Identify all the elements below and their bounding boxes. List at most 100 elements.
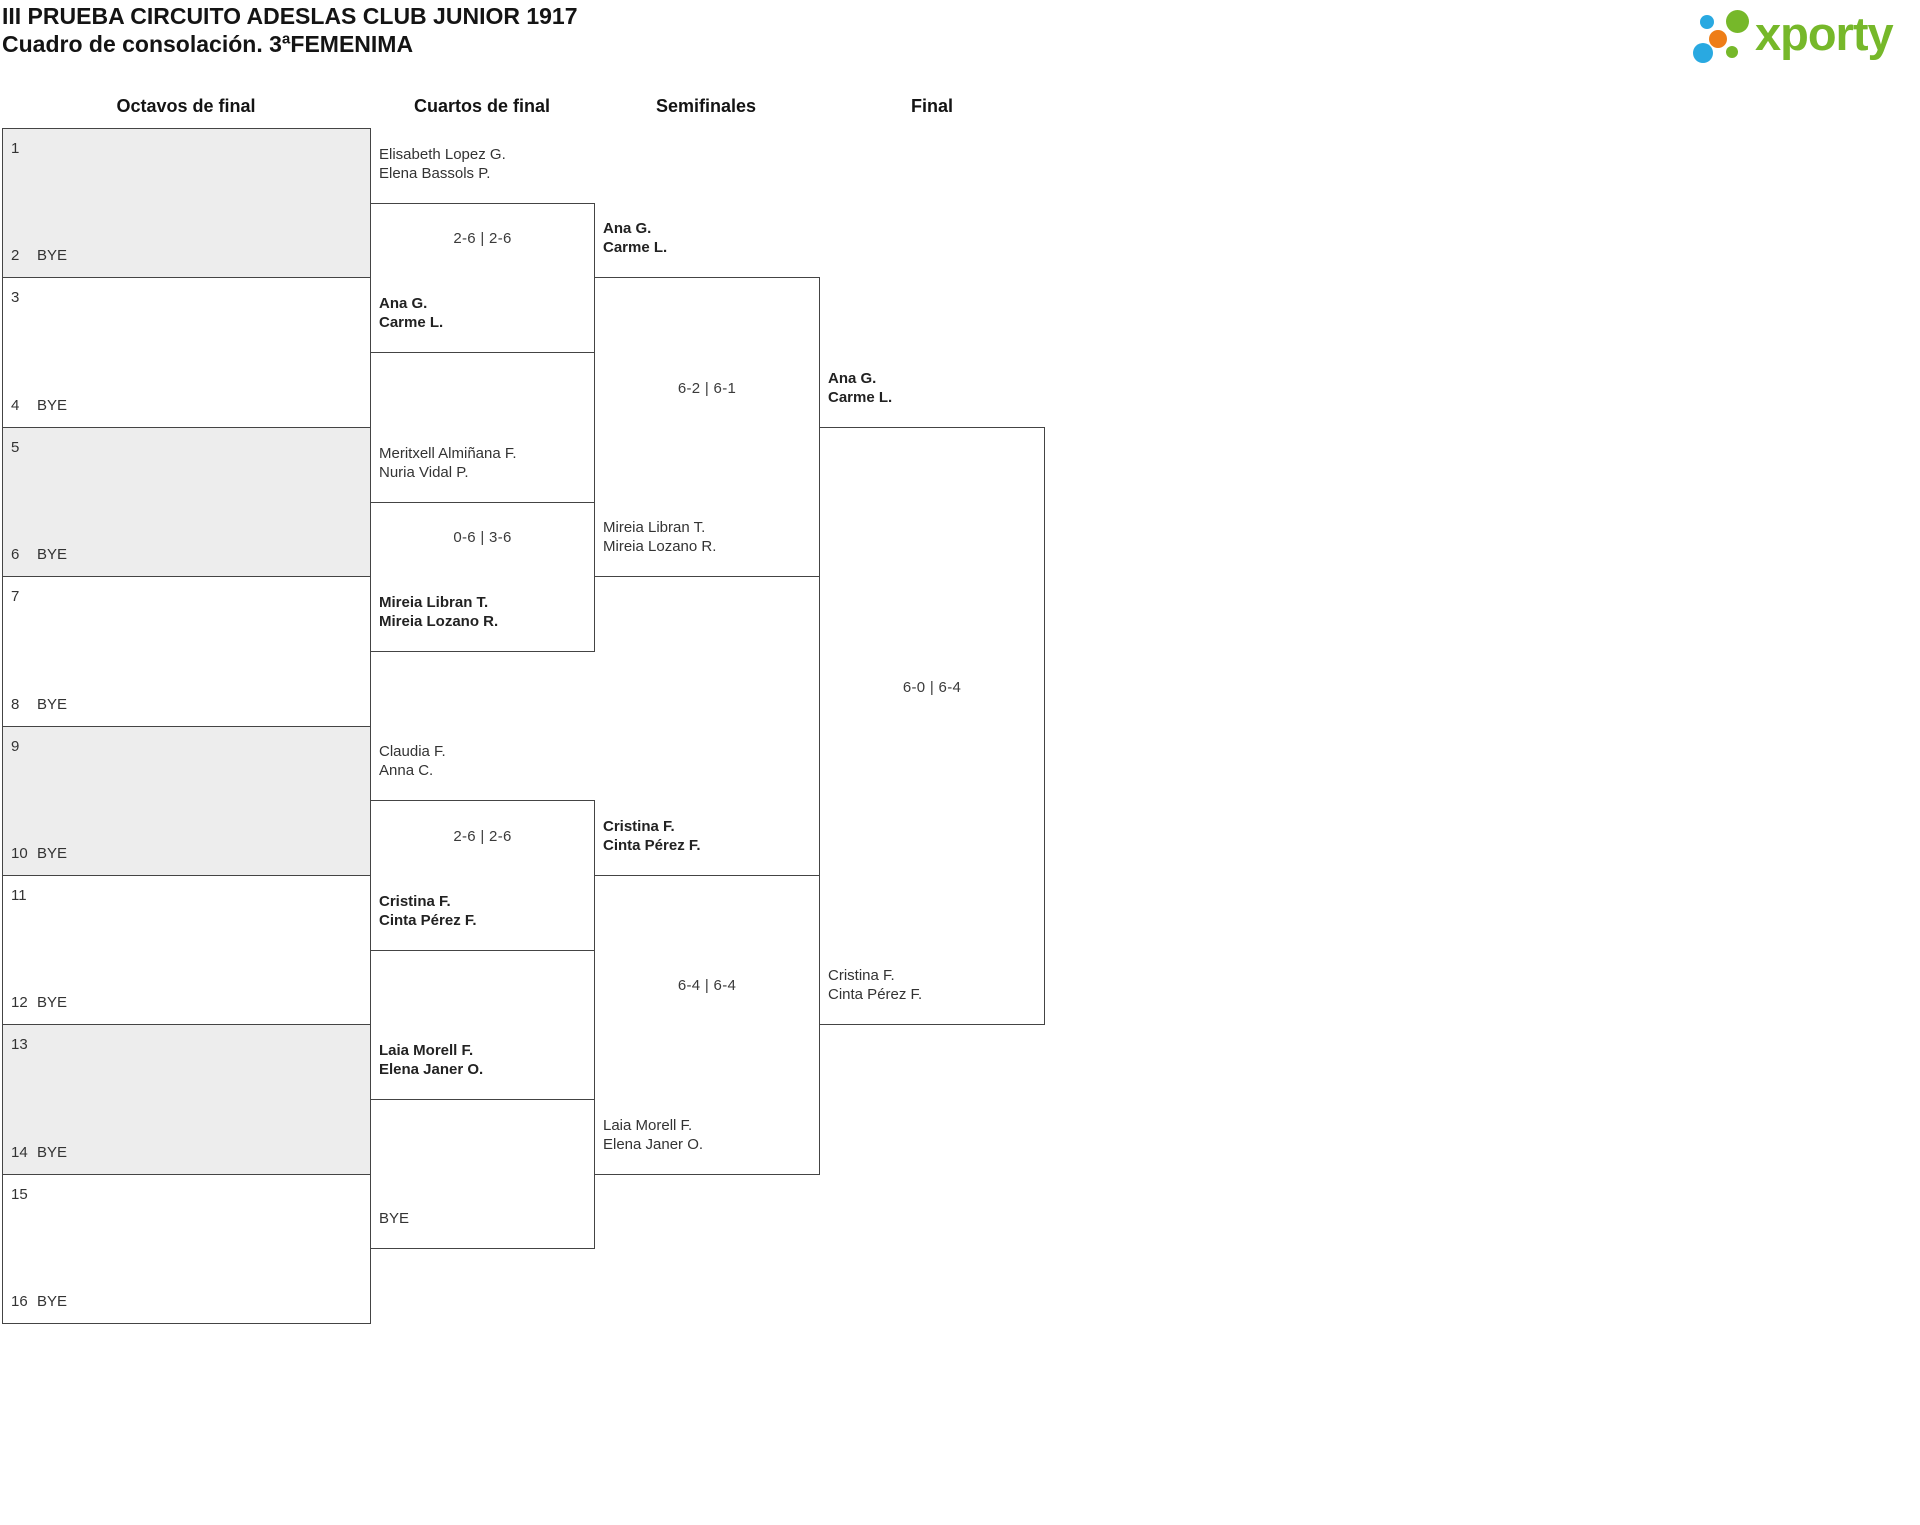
match-box-sf2 xyxy=(594,875,820,1175)
team-label-qf4-bottom: BYE xyxy=(379,1209,409,1228)
match-box-qf2 xyxy=(370,502,595,652)
round-header-final: Final xyxy=(910,96,953,116)
slot-number: 5 xyxy=(11,439,20,456)
team-label-final-top: Ana G. Carme L. xyxy=(828,369,892,407)
slot-number: 4 xyxy=(11,397,20,414)
team-label-qf3-bottom: Cristina F. Cinta Pérez F. xyxy=(379,892,477,930)
team-name-line: Nuria Vidal P. xyxy=(379,464,469,481)
team-name-line: Elena Janer O. xyxy=(379,1061,484,1078)
bracket-slot-9: 9 xyxy=(11,737,37,756)
slot-number: 14 xyxy=(11,1144,28,1161)
page-title-line-1: III PRUEBA CIRCUITO ADESLAS CLUB JUNIOR … xyxy=(2,3,578,29)
match-score-final: 6-0 | 6-4 xyxy=(902,679,962,696)
round-header-cuartos: Cuartos de final xyxy=(413,96,551,116)
team-name-line: Cinta Pérez F. xyxy=(828,986,923,1003)
slot-number: 10 xyxy=(11,845,28,862)
team-name-line: Cristina F. xyxy=(828,967,895,984)
bracket-slot-7: 7 xyxy=(11,587,37,606)
round-header-octavos: Octavos de final xyxy=(116,96,256,116)
slot-number: 11 xyxy=(11,887,27,904)
slot-number: 13 xyxy=(11,1036,28,1053)
logo-dot-icon xyxy=(1700,15,1714,29)
team-label-sf1-top: Ana G. Carme L. xyxy=(603,219,667,257)
logo-dot-icon xyxy=(1726,10,1749,33)
team-name-line: BYE xyxy=(379,1210,410,1227)
team-label-final-bottom: Cristina F. Cinta Pérez F. xyxy=(828,966,922,1004)
bracket-slot-13: 13 xyxy=(11,1035,37,1054)
match-score-sf2: 6-4 | 6-4 xyxy=(677,977,737,994)
team-name-line: Mireia Libran T. xyxy=(603,519,706,536)
slot-number: 7 xyxy=(11,588,20,605)
page-title-line-2: Cuadro de consolación. 3ªFEMENIMA xyxy=(2,31,414,57)
team-name-line: Ana G. xyxy=(603,220,652,237)
slot-number: 1 xyxy=(11,140,20,157)
slot-number: 6 xyxy=(11,546,20,563)
octavos-pair-box-5: 9 10 BYE xyxy=(2,726,371,876)
slot-number: 2 xyxy=(11,247,20,264)
bracket-slot-3: 3 xyxy=(11,288,37,307)
bracket-slot-15: 15 xyxy=(11,1185,37,1204)
team-name-line: Cristina F. xyxy=(603,818,675,835)
logo-wordmark: xporty xyxy=(1755,7,1894,60)
bracket-slot-2: 2 BYE xyxy=(11,246,67,265)
slot-number: 3 xyxy=(11,289,20,306)
logo-dot-icon xyxy=(1693,43,1713,63)
team-name-line: Claudia F. xyxy=(379,743,446,760)
bracket-slot-11: 11 xyxy=(11,886,37,905)
match-score-qf1: 2-6 | 2-6 xyxy=(453,230,512,247)
logo-dot-icon xyxy=(1726,46,1738,58)
team-name-line: Mireia Libran T. xyxy=(379,594,489,611)
bracket-slot-14: 14 BYE xyxy=(11,1143,67,1162)
bye-label: BYE xyxy=(37,1144,68,1161)
bye-label: BYE xyxy=(37,845,68,862)
team-name-line: Mireia Lozano R. xyxy=(603,538,717,555)
match-score-qf3: 2-6 | 2-6 xyxy=(453,828,512,845)
team-name-line: Laia Morell F. xyxy=(379,1042,474,1059)
bracket-slot-5: 5 xyxy=(11,438,37,457)
bye-label: BYE xyxy=(37,994,68,1011)
team-name-line: Carme L. xyxy=(603,239,668,256)
team-name-line: Elena Janer O. xyxy=(603,1136,704,1153)
octavos-pair-box-7: 13 14 BYE xyxy=(2,1024,371,1175)
match-score-qf2: 0-6 | 3-6 xyxy=(453,529,512,546)
logo-dot-icon xyxy=(1709,30,1727,48)
team-name-line: Carme L. xyxy=(828,389,893,406)
slot-number: 9 xyxy=(11,738,20,755)
team-label-qf3-top: Claudia F. Anna C. xyxy=(379,742,446,780)
team-label-sf2-bottom: Laia Morell F. Elena Janer O. xyxy=(603,1116,703,1154)
slot-number: 16 xyxy=(11,1293,28,1310)
team-label-sf2-top: Cristina F. Cinta Pérez F. xyxy=(603,817,701,855)
team-name-line: Ana G. xyxy=(379,295,428,312)
bye-label: BYE xyxy=(37,247,68,264)
team-name-line: Cinta Pérez F. xyxy=(379,912,477,929)
slot-number: 15 xyxy=(11,1186,28,1203)
team-name-line: Carme L. xyxy=(379,314,444,331)
slot-number: 8 xyxy=(11,696,20,713)
team-label-qf2-bottom: Mireia Libran T. Mireia Lozano R. xyxy=(379,593,498,631)
team-name-line: Elena Bassols P. xyxy=(379,165,491,182)
team-label-qf4-top: Laia Morell F. Elena Janer O. xyxy=(379,1041,483,1079)
team-name-line: Laia Morell F. xyxy=(603,1117,693,1134)
page-title: III PRUEBA CIRCUITO ADESLAS CLUB JUNIOR … xyxy=(2,2,578,58)
team-name-line: Ana G. xyxy=(828,370,877,387)
match-score-sf1: 6-2 | 6-1 xyxy=(677,380,737,397)
team-name-line: Elisabeth Lopez G. xyxy=(379,146,506,163)
team-name-line: Anna C. xyxy=(379,762,434,779)
team-label-qf2-top: Meritxell Almiñana F. Nuria Vidal P. xyxy=(379,444,517,482)
bracket-slot-10: 10 BYE xyxy=(11,844,67,863)
team-name-line: Cristina F. xyxy=(379,893,451,910)
bracket-slot-1: 1 xyxy=(11,139,37,158)
team-label-sf1-bottom: Mireia Libran T. Mireia Lozano R. xyxy=(603,518,716,556)
team-label-qf1-top: Elisabeth Lopez G. Elena Bassols P. xyxy=(379,145,506,183)
